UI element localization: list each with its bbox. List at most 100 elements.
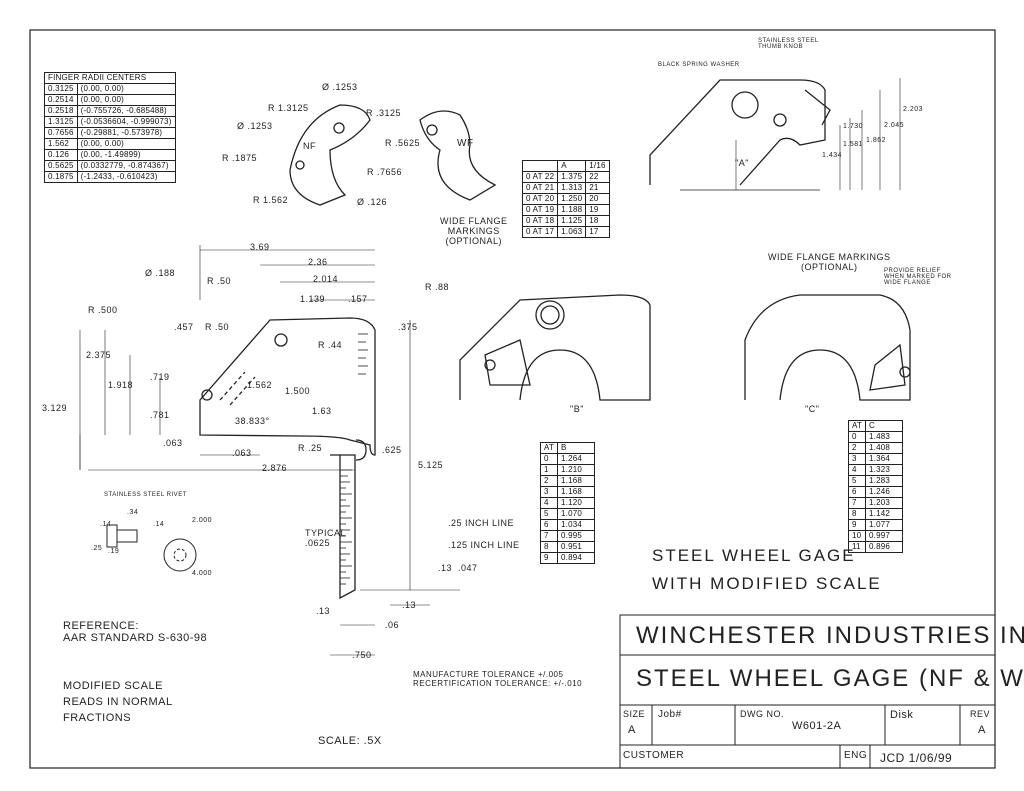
table-b-row-cell: 0: [539, 453, 559, 465]
finger-radii-row: 0.7656(-0.29881, -0.573978): [44, 127, 176, 139]
table-a-row-cell: 1.063: [557, 226, 587, 238]
finger-radii-row-cell: (0.0332779, -0.874367): [76, 160, 176, 172]
assembled-view-a: [649, 79, 831, 191]
finger-radii-row-cell: (0.00, 0.00): [76, 138, 176, 150]
table-c-row-cell: 2: [847, 442, 867, 454]
company-name: WINCHESTER INDUSTRIES INC.: [636, 622, 1024, 649]
table-c-row-cell: 0.997: [865, 530, 904, 542]
dim-text: R .50: [205, 322, 230, 332]
table-a-row-cell: 0 AT 17: [521, 226, 559, 238]
dim-text: 1.581: [843, 141, 864, 148]
table-c-row-cell: 4: [847, 464, 867, 476]
table-b-row-cell: 4: [539, 497, 559, 509]
typical-label: TYPICAL .0625: [305, 528, 347, 548]
dim-text: R .25: [298, 443, 323, 453]
dim-text: 2.014: [313, 274, 339, 284]
table-c-row-cell: 1.142: [865, 508, 904, 520]
dim-text: R 1.3125: [268, 103, 309, 113]
table-b-row-cell: 1.210: [557, 464, 596, 476]
dim-text: 2.36: [308, 257, 328, 267]
dim-text: .063: [163, 438, 183, 448]
finger-radii-table: FINGER RADII CENTERS 0.3125(0.00, 0.00)0…: [44, 72, 176, 183]
finger-radii-row-cell: 0.7656: [44, 127, 78, 139]
wide-flange-markings-right-label: WIDE FLANGE MARKINGS (OPTIONAL): [768, 252, 891, 272]
gage-main-view: [199, 317, 376, 600]
table-a-row-cell: 19: [585, 204, 610, 216]
dim-text: 3.69: [250, 242, 270, 252]
table-b-row-cell: 1.264: [557, 453, 596, 465]
job-label: Job#: [658, 709, 682, 720]
dim-text: .157: [348, 294, 368, 304]
table-b-row-cell: 6: [539, 519, 559, 531]
dim-text: .34: [127, 509, 139, 516]
table-a-row-cell: 0 AT 20: [521, 193, 559, 205]
dim-text: .063: [232, 448, 252, 458]
dim-text: .06: [385, 620, 400, 630]
table-b-row-cell: 1.034: [557, 519, 596, 531]
customer-label: CUSTOMER: [623, 750, 685, 761]
gage-title-label: STEEL WHEEL GAGE WITH MODIFIED SCALE: [652, 546, 882, 593]
table-a-header: 1/16: [585, 160, 610, 172]
finger-radii-row-cell: (-0.29881, -0.573978): [76, 127, 176, 139]
finger-radii-row-cell: 0.1875: [44, 171, 78, 183]
table-b-row-cell: 5: [539, 508, 559, 520]
table-a-row-cell: 0 AT 18: [521, 215, 559, 227]
dim-text: R .88: [425, 282, 450, 292]
table-a-row-cell: 20: [585, 193, 610, 205]
scale-ticks: [340, 333, 368, 585]
finger-radii-row-cell: 0.126: [44, 149, 78, 161]
finger-radii-row-cell: (-0.0536604, -0.999073): [76, 116, 176, 128]
size-label: SIZE: [623, 709, 646, 719]
title-block: [619, 614, 996, 769]
table-b-row-cell: 9: [539, 552, 559, 564]
modified-scale-note: MODIFIED SCALE READS IN NORMAL FRACTIONS: [63, 680, 173, 724]
tolerance-note: MANUFACTURE TOLERANCE +/.005 RECERTIFICA…: [413, 670, 583, 688]
size-value: A: [628, 724, 636, 736]
finger-radii-row-cell: 0.5625: [44, 160, 78, 172]
finger-radii-row: 0.3125(0.00, 0.00): [44, 83, 176, 95]
dim-text: Ø .126: [357, 197, 388, 207]
dim-text: .719: [150, 372, 170, 382]
dim-text: Ø .1253: [322, 82, 358, 92]
dim-text: 2.876: [262, 463, 288, 473]
rev-label: REV: [970, 709, 991, 719]
dim-text: .750: [352, 650, 372, 660]
dim-text: 2.203: [903, 106, 924, 113]
finger-radii-title: FINGER RADII CENTERS: [44, 72, 176, 84]
table-b-row-cell: 1.070: [557, 508, 596, 520]
table-c-row-cell: 3: [847, 453, 867, 465]
table-c-row-cell: 5: [847, 475, 867, 487]
dim-text: R .50: [207, 276, 232, 286]
drawing-title: STEEL WHEEL GAGE (NF & WF): [636, 665, 1024, 692]
eng-value: JCD 1/06/99: [880, 751, 953, 765]
finger-radii-row: 0.1875(-1.2433, -0.610423): [44, 171, 176, 183]
table-b-row-cell: 2: [539, 475, 559, 487]
dim-text: 1.63: [312, 406, 332, 416]
table-b-row-cell: 8: [539, 541, 559, 553]
dim-text: R .3125: [366, 108, 402, 118]
dim-text: 3.129: [42, 403, 68, 413]
table-c-row-cell: 6: [847, 486, 867, 498]
dim-text: Ø .188: [145, 268, 176, 278]
dim-text: .781: [150, 410, 170, 420]
finger-radii-row-cell: 1.562: [44, 138, 78, 150]
rivet-label: STAINLESS STEEL RIVET: [104, 492, 187, 498]
dim-text: 4.000: [192, 570, 213, 577]
dim-text: 5.125: [418, 460, 444, 470]
finger-radii-row-cell: 0.2514: [44, 94, 78, 106]
